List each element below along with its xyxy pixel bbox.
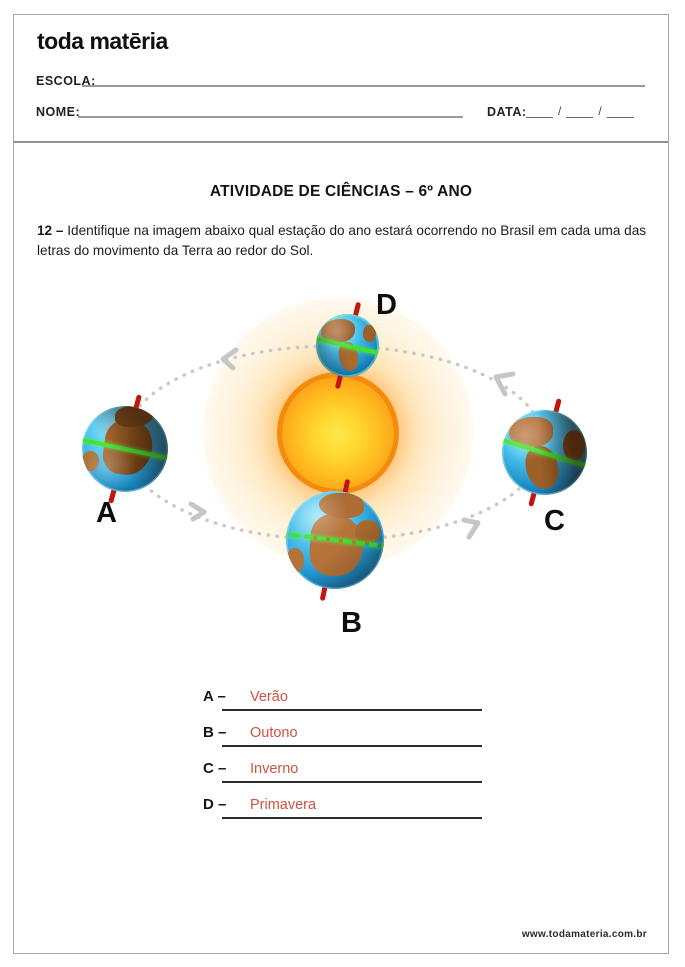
date-label: DATA: [487,105,527,119]
worksheet-page: toda matēria ESCOLA: NOME: DATA: / / ATI… [13,14,669,954]
earth-globe-d [316,301,379,390]
date-separator: / [558,104,562,118]
continent [362,325,377,342]
question-body: Identifique na imagem abaixo qual estaçã… [37,223,647,258]
name-label: NOME: [36,105,81,119]
answer-line: Inverno [222,760,482,783]
globe-shading [82,406,168,492]
name-fill-line [78,116,463,118]
position-letter-a: A [96,497,117,529]
answer-row-b: B – Outono [203,724,483,748]
answer-value: Outono [250,725,298,741]
earth-globe-a [82,394,168,504]
earth-globe-b [286,478,384,602]
answer-row-a: A – Verão [203,688,483,712]
answer-label: A – [203,688,226,705]
continent [321,319,356,343]
answer-line: Outono [222,724,482,747]
earth-sphere [316,314,379,377]
date-day-slot [526,104,553,118]
answer-label: C – [203,760,227,777]
answer-value: Primavera [250,797,317,813]
position-letter-b: B [341,607,362,639]
answer-row-d: D – Primavera [203,796,483,820]
answer-value: Inverno [250,761,299,777]
globe-shading [316,314,379,377]
earth-sphere [286,491,384,589]
question-text: 12 – Identifique na imagem abaixo qual e… [37,221,649,260]
date-separator: / [598,104,602,118]
school-label: ESCOLA: [36,74,96,88]
header-divider [14,141,668,143]
answer-value: Verão [250,689,288,705]
earth-sphere [502,410,587,495]
globe-shading [502,410,587,495]
globe-shading [286,491,384,589]
answer-label: B – [203,724,227,741]
date-month-slot [566,104,594,118]
earth-globe-c [502,398,587,507]
sun [277,372,399,494]
brand-logo: toda matēria [37,28,168,54]
answer-row-c: C – Inverno [203,760,483,784]
orbit-arrow-bottom-left-icon [188,501,207,522]
date-slots: / / [526,104,634,118]
earth-sphere [82,406,168,492]
orbit-arrow-top-right-icon [493,371,516,397]
school-fill-line [82,85,645,87]
question-number: 12 – [37,223,64,238]
date-year-slot [606,104,634,118]
orbit-arrow-bottom-right-icon [461,517,481,540]
answer-label: D – [203,796,227,813]
position-letter-c: C [544,505,565,537]
worksheet-title: ATIVIDADE DE CIÊNCIAS – 6º ANO [209,183,473,200]
website-url: www.todamateria.com.br [521,929,647,940]
position-letter-d: D [376,289,397,321]
continent [286,547,304,574]
answer-line: Primavera [222,796,482,819]
answer-line: Verão [222,688,482,711]
